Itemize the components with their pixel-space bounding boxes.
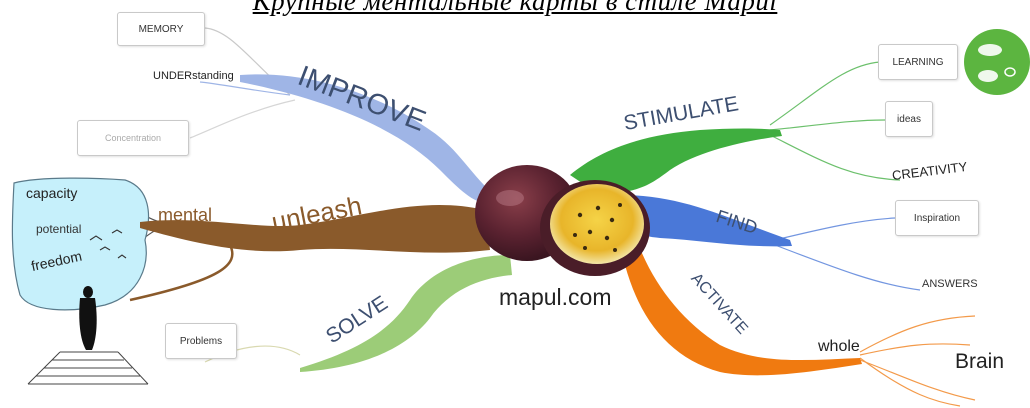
brain-connector-1 [860,316,975,352]
woman-silhouette [79,298,96,350]
inspiration-node: Inspiration [895,200,979,236]
brain-logo-icon [964,29,1030,95]
understanding-label: UNDERstanding [153,70,234,82]
center-label: mapul.com [499,284,611,311]
memory-node: MEMORY [117,12,205,46]
solve-branch [300,255,512,372]
fruit-half-pulp [550,184,644,264]
mental-label: mental [158,205,212,226]
brain-connector-2 [860,344,970,355]
learning-connector [770,62,880,125]
answers-label: ANSWERS [922,278,978,290]
concentration-node: Concentration [77,120,189,156]
potential-label: potential [36,222,81,236]
concentration-connector [190,100,295,138]
inspiration-connector [775,218,895,240]
whole-label: whole [818,338,860,356]
creativity-connector [770,135,900,180]
answers-connector [775,245,920,290]
ideas-connector [770,120,885,130]
learning-node: LEARNING [878,44,958,80]
brain-label: Brain [955,350,1004,374]
problems-node: Problems [165,323,237,359]
ideas-node: ideas [885,101,933,137]
stairs-doodle [28,352,148,384]
capacity-label: capacity [26,185,77,201]
